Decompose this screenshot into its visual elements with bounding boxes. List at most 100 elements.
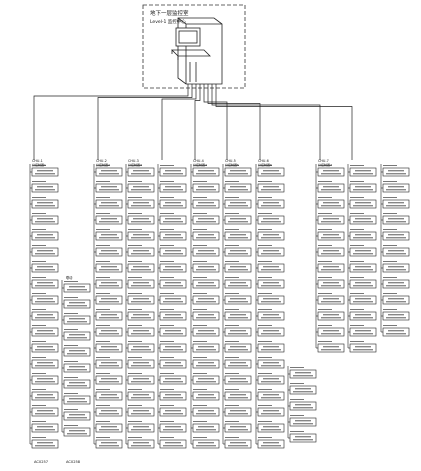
device-box <box>95 327 123 337</box>
device-box <box>95 167 123 177</box>
monitor-cabinet-icon <box>171 17 223 85</box>
device-box <box>63 379 91 389</box>
device-box <box>31 279 59 289</box>
device-box <box>317 295 345 305</box>
device-box <box>317 199 345 209</box>
device-box <box>95 407 123 417</box>
device-box <box>317 183 345 193</box>
device-box <box>159 343 187 353</box>
device-box <box>317 263 345 273</box>
device-box <box>192 359 220 369</box>
device-box <box>224 167 252 177</box>
device-box <box>159 359 187 369</box>
device-box <box>257 375 285 385</box>
device-box <box>31 263 59 273</box>
station-subtitle: Level-1 监控中心 <box>150 18 186 25</box>
device-box <box>127 167 155 177</box>
group-name: CHU-4 <box>193 159 204 163</box>
device-box <box>289 433 317 443</box>
device-box <box>257 359 285 369</box>
device-box <box>317 311 345 321</box>
device-box <box>257 263 285 273</box>
device-box <box>95 439 123 449</box>
group-sub: 分控制器4 <box>193 162 207 167</box>
device-box <box>95 231 123 241</box>
device-box <box>95 295 123 305</box>
device-box <box>224 199 252 209</box>
device-box <box>159 167 187 177</box>
device-box <box>192 327 220 337</box>
device-box <box>192 167 220 177</box>
group-name: CHU-5 <box>225 159 236 163</box>
device-box <box>317 167 345 177</box>
device-box <box>382 327 410 337</box>
device-box <box>63 283 91 293</box>
device-boxes <box>29 164 410 449</box>
device-box <box>349 215 377 225</box>
device-box <box>257 215 285 225</box>
device-box <box>159 231 187 241</box>
device-box <box>224 375 252 385</box>
device-box <box>31 247 59 257</box>
device-box <box>159 183 187 193</box>
trunk-cable <box>97 84 193 160</box>
device-box <box>224 247 252 257</box>
device-box <box>382 183 410 193</box>
group-sub: 分控制器6 <box>258 162 272 167</box>
device-box <box>382 311 410 321</box>
device-box <box>192 311 220 321</box>
group-sub: 分控制器3 <box>128 162 142 167</box>
trunk-cable <box>207 84 261 160</box>
device-box <box>127 391 155 401</box>
device-box <box>159 439 187 449</box>
device-box <box>317 327 345 337</box>
device-box <box>349 183 377 193</box>
device-box <box>349 327 377 337</box>
device-box <box>95 391 123 401</box>
device-box <box>127 359 155 369</box>
device-box <box>257 343 285 353</box>
device-box <box>224 359 252 369</box>
device-box <box>95 279 123 289</box>
device-box <box>382 215 410 225</box>
device-box <box>31 407 59 417</box>
bottom-label-a: AC0257 <box>34 460 48 464</box>
device-box <box>159 279 187 289</box>
device-box <box>31 231 59 241</box>
device-box <box>127 279 155 289</box>
group-labels: CHU-1分控制器1CHU-2分控制器2CHU-3分控制器3CHU-4分控制器4… <box>32 159 332 280</box>
device-box <box>31 199 59 209</box>
device-box <box>31 295 59 305</box>
device-box <box>31 391 59 401</box>
group-name: CHU-2 <box>96 159 107 163</box>
device-box <box>63 331 91 341</box>
device-box <box>127 375 155 385</box>
bottom-label-b: AC0258 <box>66 460 81 464</box>
device-box <box>317 231 345 241</box>
group-sub: 分控制器5 <box>225 162 239 167</box>
device-box <box>192 247 220 257</box>
device-box <box>289 401 317 411</box>
device-box <box>127 231 155 241</box>
device-box <box>289 369 317 379</box>
device-box <box>224 327 252 337</box>
device-box <box>257 183 285 193</box>
device-box <box>95 343 123 353</box>
device-box <box>257 311 285 321</box>
group-name: CHU-7 <box>318 159 329 163</box>
device-box <box>192 391 220 401</box>
device-box <box>349 199 377 209</box>
device-box <box>192 375 220 385</box>
device-box <box>159 311 187 321</box>
device-box <box>127 247 155 257</box>
device-box <box>224 391 252 401</box>
trunk-cable <box>194 84 201 160</box>
device-box <box>192 199 220 209</box>
device-box <box>257 231 285 241</box>
device-box <box>224 279 252 289</box>
device-box <box>257 439 285 449</box>
device-box <box>127 295 155 305</box>
device-box <box>224 295 252 305</box>
trunk-cable <box>161 84 197 160</box>
